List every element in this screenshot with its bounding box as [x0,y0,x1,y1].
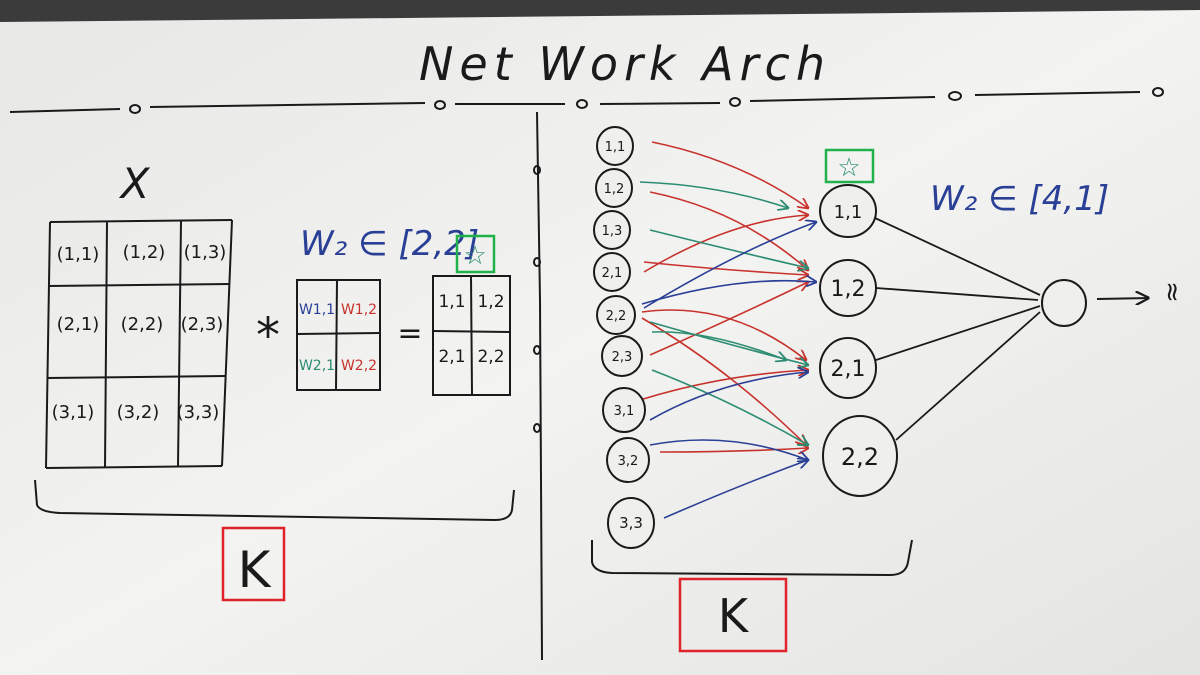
input-matrix-grid [45,219,233,469]
input-node-label: 2,3 [612,350,633,365]
input-node-circle [606,437,650,483]
hidden-node-circle [819,184,877,238]
weight-cell-w12: W1,2 [341,302,377,318]
board-top-frame [0,0,1200,22]
right-k-label: K [718,589,750,643]
input-node-label: 2,1 [602,266,623,281]
input-cell: (3,2) [117,402,160,423]
right-star-box [824,148,875,184]
hidden-node-label: 1,2 [831,277,866,302]
input-cell: (2,2) [121,314,164,335]
input-node-circle [596,295,636,335]
weight-cell-w22: W2,2 [341,358,377,374]
left-star-box [455,234,496,274]
input-node-label: 3,1 [614,404,635,419]
input-node-circle [593,252,631,292]
input-node-labels: 1,1 1,2 1,3 2,1 2,2 2,3 3,1 3,2 3,3 [602,140,643,532]
hidden-nodes [819,184,898,497]
input-node-label: 1,3 [602,224,623,239]
hidden-node-label: 2,2 [841,443,879,471]
input-node-label: 1,1 [605,140,626,155]
input-nodes [593,126,655,549]
equals-sign: = [397,316,422,351]
board-title: Net Work Arch [419,37,831,91]
output-matrix-cells: 1,1 1,2 2,1 2,2 [438,292,504,367]
input-cell: (2,3) [181,314,224,335]
hidden-node-circle [822,415,898,497]
output-cell: 2,2 [477,347,504,367]
output-cell: 2,1 [438,347,465,367]
input-node-circle [602,387,646,433]
hidden-node-labels: 1,1 1,2 2,1 2,2 [831,202,880,471]
input-cell: (3,3) [177,402,220,423]
right-weight-label: W₂ ∈ [4,1] [930,179,1109,219]
right-k-box [678,577,788,653]
input-node-label: 3,2 [618,454,639,469]
output-cell: 1,2 [477,292,504,312]
input-cell: (3,1) [52,402,95,423]
left-k-label: K [238,541,272,599]
input-node-circle [596,126,634,166]
hidden-node-label: 1,1 [834,202,863,223]
output-node [1041,279,1087,327]
input-matrix-cells: (1,1) (1,2) (1,3) (2,1) (2,2) (2,3) (3,1… [52,242,227,423]
input-node-label: 2,2 [606,309,627,324]
weight-matrix-grid [296,279,381,391]
input-node-circle [607,497,655,549]
connection-arrows [639,141,816,519]
input-cell: (1,2) [123,242,166,263]
left-weight-label: W₂ ∈ [2,2] [300,224,479,264]
output-symbol: ≈ [1157,281,1187,303]
weight-cell-w11: W1,1 [299,302,335,318]
convolution-operator: * [256,308,280,364]
left-k-box [221,526,286,602]
input-node-circle [593,210,631,250]
input-label: X [119,159,151,208]
input-node-label: 3,3 [619,514,643,532]
left-star-icon: ☆ [463,241,486,271]
weight-matrix-cells: W1,1 W1,2 W2,1 W2,2 [299,302,377,374]
left-brace [34,479,515,522]
right-star-icon: ☆ [837,153,860,183]
output-connections [874,217,1041,441]
input-node-circle [601,335,643,377]
vertical-divider [533,111,543,661]
input-cell: (2,1) [57,314,100,335]
input-cell: (1,3) [184,242,227,263]
horizontal-divider [9,87,1164,114]
input-node-label: 1,2 [604,182,625,197]
hidden-node-circle [819,337,877,399]
output-arrow [1096,298,1148,299]
right-brace [591,539,913,577]
input-cell: (1,1) [57,244,100,265]
weight-cell-w21: W2,1 [299,358,335,374]
output-matrix-grid [432,275,511,396]
hidden-node-label: 2,1 [831,357,866,382]
input-node-circle [595,168,633,208]
output-cell: 1,1 [438,292,465,312]
